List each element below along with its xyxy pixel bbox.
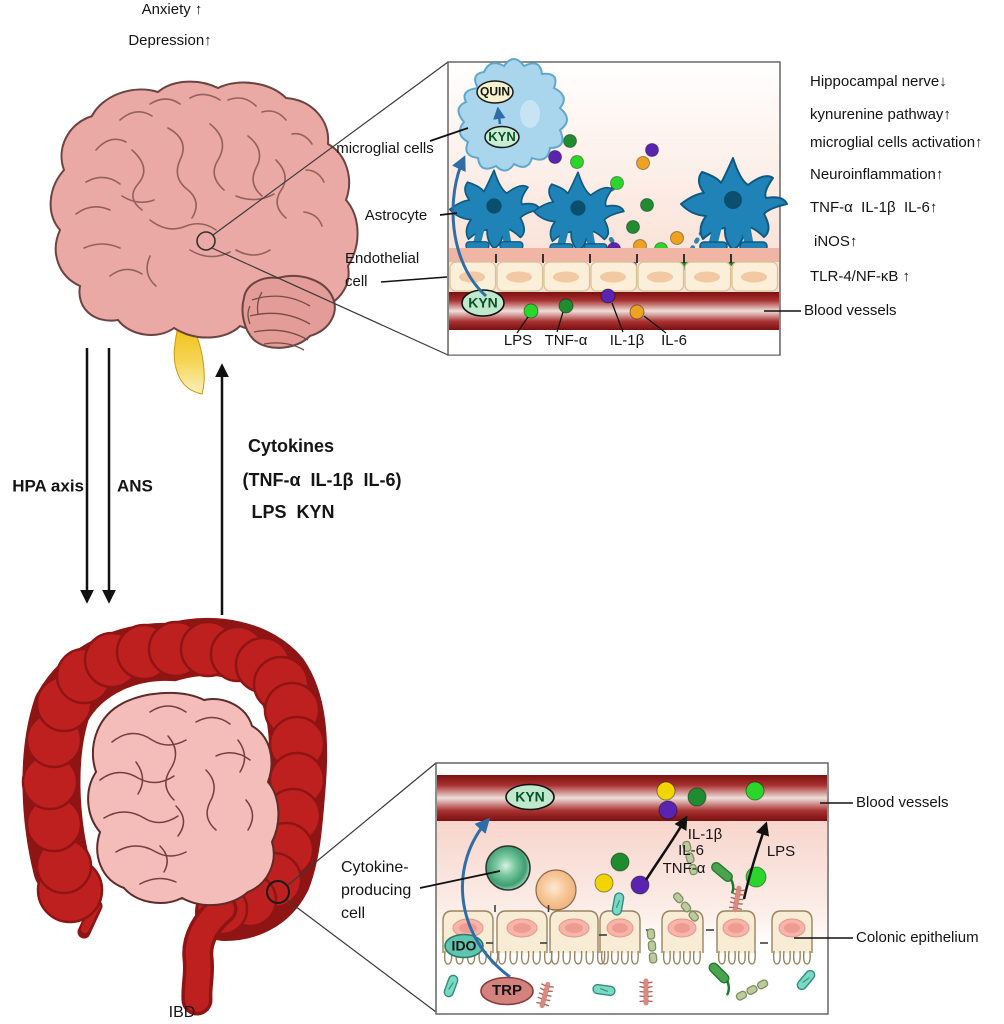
kyn-gut-label: KYN: [515, 788, 545, 805]
il1b-gut-label: IL-1β: [687, 825, 723, 843]
il6-mediator-label: IL-6: [661, 331, 687, 349]
gut-zoom-lines: [286, 762, 437, 1013]
astrocyte-label: Astrocyte: [364, 206, 428, 224]
mediator-leader-lines: [516, 302, 667, 334]
ido-label: IDO: [451, 937, 477, 954]
small-intestine-coils: [99, 705, 254, 885]
lps-entry-arrow: [742, 821, 770, 900]
brain-illustration: [49, 80, 359, 395]
cytokine-producing-cell: [485, 845, 531, 891]
anxiety-label: Anxiety ↑: [141, 0, 203, 18]
quin-label: QUIN: [480, 84, 510, 99]
endothelial-cell-label-line2: cell: [345, 272, 368, 290]
lps-dot: [523, 303, 539, 319]
gut-blood-vessel: [437, 775, 827, 821]
cytokine-entry-arrow: [644, 815, 688, 881]
tnfa-dot: [558, 298, 574, 314]
brain-zoom-lines: [211, 61, 449, 356]
blood-vessels-label-top: Blood vessels: [804, 301, 897, 319]
gut-inset-panel: [419, 762, 853, 1015]
effect-item: Neuroinflammation↑: [810, 165, 944, 183]
kyn-uptake-arrow: [451, 155, 488, 298]
blood-vessels-label-bottom: Blood vessels: [856, 793, 949, 811]
cytokines-label-line2: (TNF-α IL-1β IL-6): [242, 470, 402, 491]
pathway-arrows: [80, 348, 229, 615]
il1b-dot: [600, 288, 616, 304]
il1b-mediator-label: IL-1β: [609, 331, 645, 349]
cytokines-label-line1: Cytokines: [247, 436, 335, 457]
tnfa-mediator-label: TNF-α: [544, 331, 588, 349]
intestine-illustration: [21, 618, 328, 1016]
small-intestine: [87, 691, 280, 907]
effect-item: TLR-4/NF-κB ↑: [810, 267, 911, 285]
gut-inset-leaders: [419, 802, 853, 939]
ans-label: ANS: [117, 476, 153, 496]
immune-cell: [535, 869, 577, 911]
kyn-microglia-label: KYN: [488, 128, 516, 144]
cytokine-cell-label-line3: cell: [341, 905, 366, 923]
cytokine-cell-label-line1: Cytokine-: [341, 859, 409, 877]
kyn-vessel-label: KYN: [468, 294, 498, 311]
colonic-epithelium-label: Colonic epithelium: [856, 928, 979, 946]
epithelium-nuclei: [452, 918, 806, 938]
kyn-to-quin-arrow: [493, 106, 506, 125]
cytokine-cell-label-line2: producing: [341, 882, 412, 900]
lps-gut-label: LPS: [766, 842, 796, 860]
trp-label: TRP: [492, 981, 522, 999]
effect-item: iNOS↑: [814, 232, 858, 250]
cerebrum: [49, 80, 359, 339]
colon-haustra: [21, 620, 326, 936]
trp-oval: [480, 976, 534, 1006]
lps-mediator-label: LPS: [503, 331, 533, 349]
cytokines-label-line3: LPS KYN: [251, 502, 335, 523]
gut-zoom-marker: [266, 880, 290, 904]
quin-oval: [476, 80, 514, 104]
trp-to-kyn-arrow: [461, 817, 511, 979]
brain-inset-panel: [380, 58, 801, 356]
endothelial-cell-layer: [449, 254, 779, 292]
depression-label: Depression↑: [128, 31, 212, 49]
kyn-oval-vessel: [461, 289, 505, 317]
effect-item: Hippocampal nerve↓: [810, 72, 947, 90]
kyn-oval-gut-vessel: [505, 783, 555, 811]
ibd-label: IBD: [168, 1004, 196, 1022]
effect-item: kynurenine pathway↑: [810, 105, 951, 123]
colonic-epithelium-layer: [442, 905, 813, 965]
tight-junction-marks: [495, 254, 732, 263]
microglial-cells-label: microglial cells: [336, 139, 434, 157]
il6-gut-label: IL-6: [678, 841, 704, 859]
basement-membrane: [449, 248, 779, 262]
vessel-dots-bottom: [656, 781, 765, 820]
microglial-cell: [457, 58, 568, 172]
inset-label-leaders: [380, 127, 469, 283]
brain-zoom-marker: [196, 231, 216, 251]
effect-item: TNF-α IL-1β IL-6↑: [810, 198, 938, 216]
brain-gyri: [75, 93, 325, 287]
hpa-axis-label: HPA axis: [12, 476, 84, 496]
kyn-oval-microglia: [484, 125, 520, 149]
il6-dot: [629, 304, 645, 320]
cerebellum-striations: [247, 291, 311, 351]
cerebellum: [241, 275, 336, 349]
effect-item: microglial cells activation↑: [810, 133, 983, 151]
ido-oval: [444, 933, 484, 959]
vessel-mediator-dots: [523, 288, 645, 320]
endothelial-cell-label-line1: Endothelial: [345, 249, 420, 267]
tnfa-gut-label: TNF-α: [662, 859, 706, 877]
